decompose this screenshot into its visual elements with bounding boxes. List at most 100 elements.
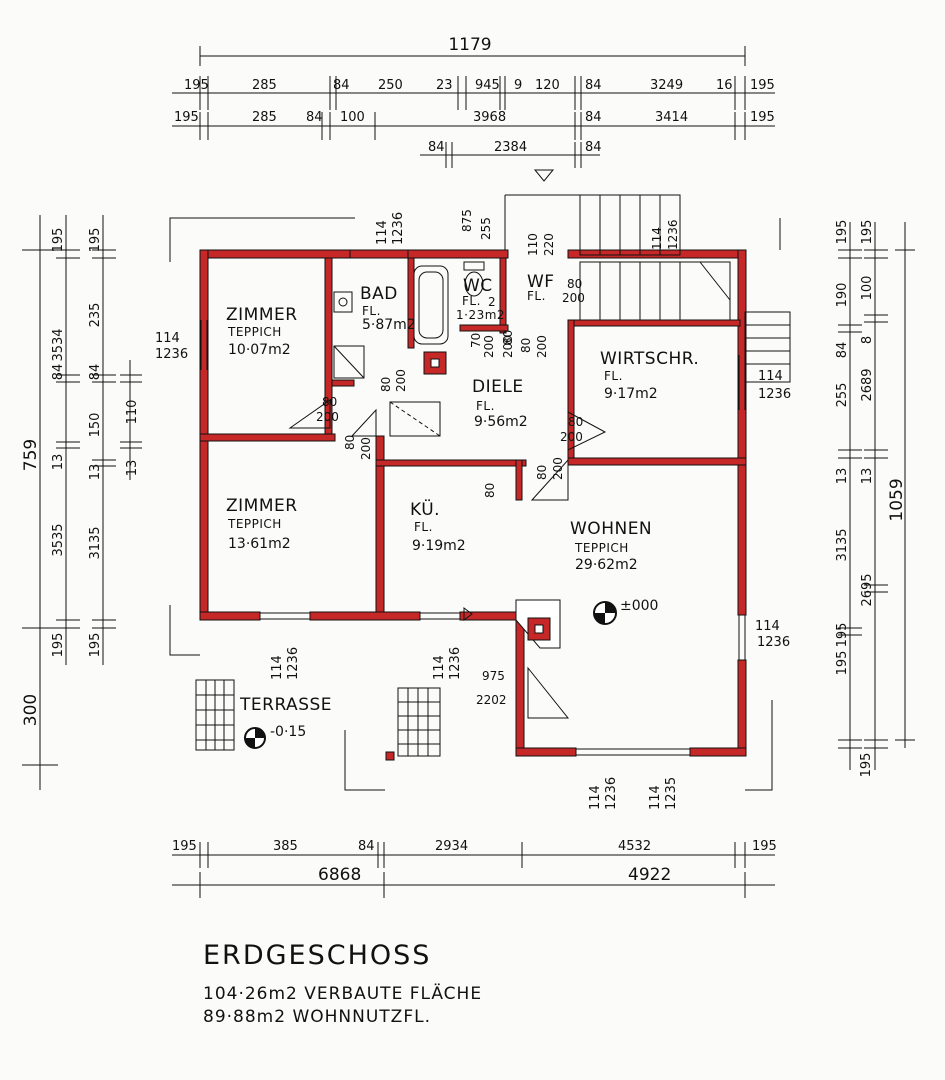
- svg-text:114: 114: [588, 785, 603, 810]
- svg-text:195: 195: [174, 110, 199, 125]
- svg-text:114: 114: [155, 331, 180, 346]
- svg-text:255: 255: [479, 217, 493, 240]
- dim-left-outer: 195 3534 84 13 3535 195: [51, 228, 66, 658]
- svg-text:KÜ.: KÜ.: [410, 498, 440, 520]
- svg-text:195: 195: [51, 228, 66, 253]
- svg-text:195: 195: [51, 633, 66, 658]
- svg-text:110: 110: [125, 400, 140, 425]
- svg-text:255: 255: [835, 383, 850, 408]
- svg-text:FL.: FL.: [527, 289, 546, 303]
- svg-text:84: 84: [51, 364, 66, 381]
- svg-text:DIELE: DIELE: [472, 377, 524, 397]
- svg-text:80: 80: [568, 415, 583, 429]
- svg-text:16: 16: [716, 78, 733, 93]
- room-wohnen: WOHNEN TEPPICH 29·62m2: [570, 519, 652, 573]
- svg-text:80: 80: [343, 435, 357, 450]
- svg-text:3535: 3535: [51, 523, 66, 556]
- svg-text:84: 84: [428, 140, 445, 155]
- svg-text:250: 250: [378, 78, 403, 93]
- svg-text:285: 285: [252, 110, 277, 125]
- svg-text:114: 114: [432, 655, 447, 680]
- svg-text:2689: 2689: [860, 368, 875, 401]
- svg-text:WIRTSCHR.: WIRTSCHR.: [600, 349, 699, 369]
- svg-text:WC: WC: [463, 276, 493, 296]
- svg-text:3534: 3534: [51, 328, 66, 361]
- svg-text:285: 285: [252, 78, 277, 93]
- room-kueche: KÜ. FL. 9·19m2: [410, 498, 466, 554]
- svg-text:5·87m2: 5·87m2: [362, 317, 416, 333]
- svg-text:200: 200: [359, 437, 373, 460]
- dim-terrace-depth: 300: [21, 694, 41, 726]
- svg-text:190: 190: [835, 283, 850, 308]
- svg-text:9: 9: [514, 78, 522, 93]
- level-main-label: ±000: [620, 598, 658, 614]
- svg-text:114: 114: [648, 785, 663, 810]
- svg-text:84: 84: [88, 364, 103, 381]
- dim-top-row1: 195 285 84 250 23 945 9 120 84 3249 16 1…: [184, 78, 775, 93]
- svg-text:13: 13: [125, 460, 140, 477]
- svg-text:WF: WF: [527, 272, 555, 292]
- level-terrace-label: -0·15: [270, 724, 306, 740]
- dim-depth-left: 759: [21, 439, 41, 471]
- svg-text:195: 195: [750, 110, 775, 125]
- svg-text:1·23m2: 1·23m2: [456, 308, 505, 322]
- svg-text:80: 80: [567, 277, 582, 291]
- svg-text:200: 200: [394, 369, 408, 392]
- walls: [199, 249, 747, 757]
- svg-text:13: 13: [88, 464, 103, 481]
- svg-text:23: 23: [436, 78, 453, 93]
- svg-text:195: 195: [752, 839, 777, 854]
- svg-text:1235: 1235: [664, 777, 679, 810]
- dim-bottom-left: 6868: [318, 865, 361, 885]
- svg-text:70: 70: [469, 333, 483, 348]
- sink-icon: [333, 291, 353, 313]
- svg-text:4532: 4532: [618, 839, 651, 854]
- built-area-note: 104·26m2 VERBAUTE FLÄCHE: [203, 984, 483, 1004]
- svg-text:2202: 2202: [476, 693, 507, 707]
- dim-top-row2: 195 285 84 100 3968 84 3414 195: [174, 110, 775, 125]
- room-bad: BAD FL. 5·87m2: [360, 284, 416, 333]
- living-area-note: 89·88m2 WOHNNUTZFL.: [203, 1007, 431, 1027]
- svg-text:13: 13: [51, 454, 66, 471]
- attic-hatch-icon: [389, 401, 441, 437]
- svg-text:195: 195: [750, 78, 775, 93]
- svg-text:100: 100: [860, 276, 875, 301]
- svg-text:1236: 1236: [391, 212, 406, 245]
- level-marker-terrace: [244, 727, 266, 749]
- fixtures: [195, 169, 791, 761]
- svg-text:114: 114: [270, 655, 285, 680]
- dim-doors: 80 200 80 200 80 200 80 200 80 200 70 20…: [316, 209, 680, 707]
- terrace-grid-left: [195, 679, 235, 751]
- svg-text:FL.: FL.: [476, 399, 495, 413]
- svg-text:945: 945: [475, 78, 500, 93]
- svg-text:200: 200: [501, 335, 515, 358]
- bathtub-icon: [413, 265, 449, 345]
- shower-icon: [333, 345, 365, 379]
- svg-text:80: 80: [483, 483, 497, 498]
- svg-text:80: 80: [322, 395, 337, 409]
- svg-text:385: 385: [273, 839, 298, 854]
- dim-top-row3: 84 2384 84: [428, 140, 602, 155]
- svg-text:TEPPICH: TEPPICH: [574, 541, 629, 555]
- dim-right-inner: 195 100 8 2689 13 2695 195: [835, 220, 875, 676]
- svg-text:235: 235: [88, 303, 103, 328]
- svg-text:ZIMMER: ZIMMER: [226, 496, 298, 516]
- svg-text:84: 84: [306, 110, 323, 125]
- dim-bottom-row: 195 385 84 2934 4532 195: [172, 839, 777, 854]
- svg-text:195: 195: [835, 220, 850, 245]
- svg-text:1236: 1236: [757, 635, 790, 650]
- plan-title: ERDGESCHOSS: [203, 940, 432, 971]
- terrace-grid-right: [397, 687, 441, 757]
- svg-text:195: 195: [835, 623, 850, 648]
- svg-text:114: 114: [650, 227, 664, 250]
- svg-text:200: 200: [535, 335, 549, 358]
- svg-text:1236: 1236: [758, 387, 791, 402]
- svg-text:80: 80: [379, 377, 393, 392]
- room-wc: WC FL. 1·23m2: [456, 276, 505, 322]
- room-diele: DIELE FL. 9·56m2: [472, 377, 528, 430]
- staircase-icon: [504, 194, 791, 383]
- dimension-lines: [22, 46, 915, 898]
- room-zimmer-2: ZIMMER TEPPICH 13·61m2: [226, 496, 298, 552]
- dim-total-width: 1179: [448, 35, 491, 55]
- svg-text:2384: 2384: [494, 140, 527, 155]
